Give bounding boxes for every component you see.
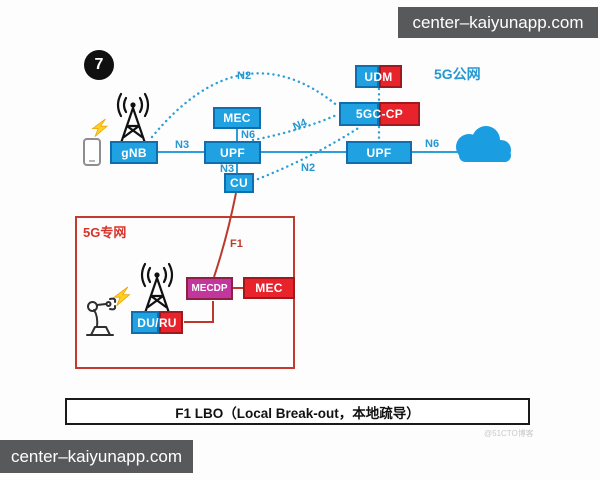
- node-du-ru-blue-half: [131, 311, 160, 334]
- lightning-icon-private: [113, 286, 130, 307]
- interface-label-n2-arc: N2: [237, 70, 252, 82]
- ue-phone-icon: [83, 138, 101, 166]
- node-5gc-cp: 5GC-CP: [339, 102, 420, 126]
- node-5gc-cp-red-half: [378, 102, 420, 126]
- node-gnb: gNB: [110, 141, 158, 164]
- interface-label-n3-upf-cu: N3: [220, 163, 235, 175]
- watermark-top-right: center–kaiyunapp.com: [398, 7, 598, 38]
- interface-label-f1: F1: [230, 238, 243, 250]
- node-mec-public: MEC: [213, 107, 261, 129]
- node-udm-label: UDM: [364, 69, 393, 84]
- interface-label-n3-gnb-upf: N3: [175, 139, 190, 151]
- node-mecdp-label: MECDP: [191, 283, 228, 294]
- node-du-ru-label: DU/RU: [137, 315, 177, 330]
- node-upf-core: UPF: [346, 141, 412, 164]
- node-udm: UDM: [355, 65, 402, 88]
- red-links: [184, 192, 243, 323]
- link-mecdp-duru: [184, 301, 214, 323]
- lightning-icon-public: [92, 118, 108, 138]
- node-5gc-cp-blue-half: [339, 102, 379, 126]
- interface-label-n6-upf-cloud: N6: [425, 138, 440, 150]
- solid-links: [158, 129, 458, 173]
- node-cu: CU: [224, 173, 254, 193]
- public-network-label: 5G公网: [434, 66, 481, 82]
- private-network-label: 5G专网: [83, 225, 127, 240]
- node-5gc-cp-label: 5GC-CP: [355, 107, 404, 121]
- cloud-icon: [456, 126, 511, 162]
- watermark-bottom-left: center–kaiyunapp.com: [0, 440, 193, 473]
- node-mec-private: MEC: [243, 277, 295, 299]
- figure-number-badge: 7: [84, 50, 114, 80]
- dotted-links: [150, 72, 381, 183]
- node-mec-private-label: MEC: [255, 281, 283, 295]
- caption-box: F1 LBO（Local Break-out，本地疏导）: [65, 398, 530, 425]
- node-du-ru: DU/RU: [131, 311, 183, 334]
- node-du-ru-red-half: [159, 311, 183, 334]
- antenna-icon-private: [140, 262, 174, 315]
- link-f1-cu-mecdp: [213, 192, 237, 278]
- interface-label-n6-mec-upf: N6: [241, 129, 256, 141]
- node-udm-blue-half: [355, 65, 380, 88]
- node-udm-red-half: [379, 65, 402, 88]
- node-upf-core-label: UPF: [366, 145, 392, 160]
- node-cu-label: CU: [230, 176, 248, 190]
- node-gnb-label: gNB: [121, 145, 147, 160]
- robot-arm-icon: [86, 297, 117, 336]
- source-credit: @51CTO博客: [484, 429, 534, 438]
- node-upf-edge: UPF: [204, 141, 261, 164]
- antenna-icon-public: [116, 92, 150, 145]
- node-mec-public-label: MEC: [223, 111, 251, 125]
- interface-label-n2-cu-5gc: N2: [301, 162, 316, 174]
- caption-text: F1 LBO（Local Break-out，本地疏导）: [175, 405, 420, 421]
- node-upf-edge-label: UPF: [220, 145, 245, 160]
- node-mecdp: MECDP: [186, 277, 233, 300]
